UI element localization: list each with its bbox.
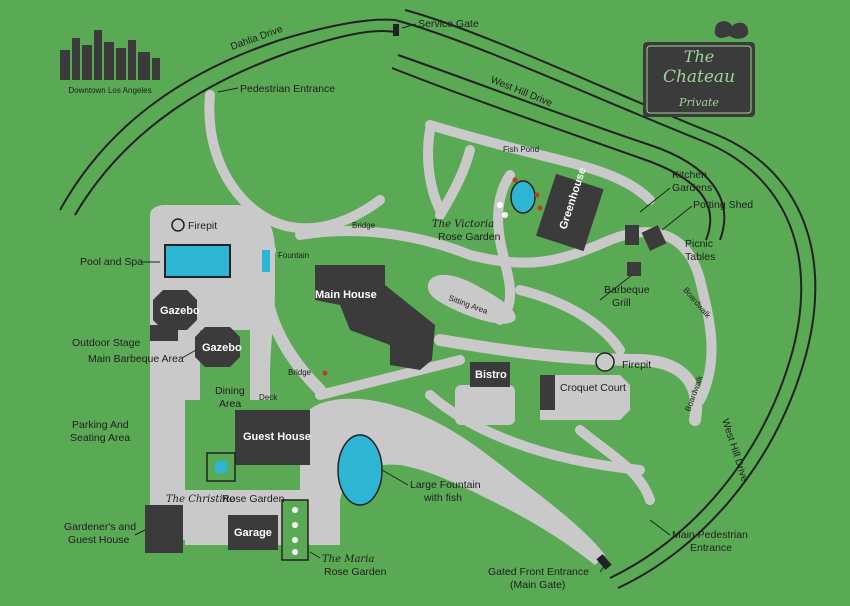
croquet-court-label: Croquet Court bbox=[560, 382, 626, 394]
bbq-grill-structure bbox=[627, 262, 641, 276]
main-house-building bbox=[315, 265, 435, 370]
gazebo-2-building bbox=[195, 327, 240, 367]
title-private: Private bbox=[678, 96, 719, 109]
gazebo-1-building bbox=[153, 290, 197, 330]
christine-inner-pool bbox=[215, 461, 227, 473]
main-house-label: Main House bbox=[315, 289, 377, 301]
gated-label-1: Gated Front Entrance bbox=[488, 566, 589, 578]
inner-drive bbox=[391, 54, 726, 241]
bistro-patio bbox=[455, 385, 515, 425]
dining-label-1: Dining bbox=[215, 385, 245, 397]
maria-label-2: Rose Garden bbox=[324, 566, 387, 578]
service-gate-marker bbox=[393, 24, 399, 36]
skyline-label: Downtown Los Angeles bbox=[68, 86, 151, 95]
bridge-mid-label: Bridge bbox=[288, 368, 312, 377]
squirrel-icon bbox=[714, 21, 749, 39]
gazebo-2-label: Gazebo bbox=[202, 342, 242, 354]
large-fountain bbox=[337, 434, 383, 506]
potting-shed-label: Potting Shed bbox=[693, 199, 753, 211]
fountain-water bbox=[262, 250, 270, 272]
pool bbox=[164, 244, 231, 278]
main-ped-label-1: Main Pedestrian bbox=[672, 529, 748, 541]
title-box: The Chateau Private bbox=[643, 42, 755, 117]
kitchen-label-1: Kitchen bbox=[672, 169, 707, 181]
croquet-court bbox=[540, 375, 630, 420]
bistro-label: Bistro bbox=[475, 369, 507, 381]
title-the: The bbox=[684, 47, 714, 66]
bbq-grill-label-1: Barbeque bbox=[604, 284, 650, 296]
picnic-label-2: Tables bbox=[685, 251, 715, 263]
guest-house-label: Guest House bbox=[243, 431, 311, 443]
potting-shed-building bbox=[625, 225, 639, 245]
fountain-label-1: Large Fountain bbox=[410, 479, 481, 491]
gazebo-1-label: Gazebo bbox=[160, 305, 200, 317]
rose-dots bbox=[292, 202, 508, 555]
picnic-label-1: Picnic bbox=[685, 238, 713, 250]
gated-label-2: (Main Gate) bbox=[510, 579, 565, 591]
paved-west-area bbox=[150, 205, 275, 540]
deck-label: Deck bbox=[259, 393, 278, 402]
pedestrian-entrance-label: Pedestrian Entrance bbox=[240, 83, 335, 95]
sitting-area bbox=[427, 274, 516, 324]
skyline-icon bbox=[60, 30, 160, 80]
outdoor-stage-label: Outdoor Stage bbox=[72, 337, 140, 349]
fish-pond bbox=[510, 180, 536, 214]
buildings bbox=[145, 173, 667, 553]
service-gate-label: Service Gate bbox=[418, 18, 479, 30]
christine-label-2: Rose Garden bbox=[222, 493, 285, 505]
firepit-left-label: Firepit bbox=[188, 220, 217, 232]
gardener-house-building bbox=[145, 505, 183, 553]
fountain-label: Fountain bbox=[278, 251, 309, 260]
croquet-building bbox=[540, 375, 555, 410]
gardener-label-2: Guest House bbox=[68, 534, 129, 546]
pool-and-spa-label: Pool and Spa bbox=[80, 256, 143, 268]
garage-building bbox=[228, 515, 278, 550]
fish-pond-label: Fish Pond bbox=[503, 145, 539, 154]
firepit-right-icon bbox=[595, 352, 615, 372]
fountain-label-2: with fish bbox=[423, 492, 462, 504]
firepit-left-icon bbox=[171, 218, 185, 232]
parking-label-2: Seating Area bbox=[70, 432, 130, 444]
guest-house-building bbox=[235, 410, 310, 465]
leader-lines bbox=[134, 23, 693, 573]
victoria-label-1: The Victoria bbox=[432, 219, 494, 230]
main-bbq-area-label: Main Barbeque Area bbox=[88, 353, 184, 365]
main-gate-marker bbox=[596, 554, 612, 570]
parking-label-1: Parking And bbox=[72, 419, 129, 431]
kitchen-label-2: Gardens bbox=[672, 182, 712, 194]
road-west-hill-drive bbox=[394, 9, 817, 589]
road-dahlia-drive bbox=[59, 18, 396, 216]
dining-label-2: Area bbox=[219, 398, 241, 410]
victoria-label-2: Rose Garden bbox=[438, 231, 501, 243]
gardener-label-1: Gardener's and bbox=[64, 521, 136, 533]
path-network bbox=[204, 90, 717, 505]
bistro-building bbox=[470, 362, 510, 387]
firepit-right-label: Firepit bbox=[622, 359, 651, 371]
bridge-top-label: Bridge bbox=[352, 221, 376, 230]
kitchen-shed-building bbox=[641, 225, 667, 251]
title-chateau: Chateau bbox=[663, 67, 735, 87]
bbq-grill-label-2: Grill bbox=[612, 297, 631, 309]
christine-label-1: The Christine bbox=[166, 494, 235, 505]
main-ped-label-2: Entrance bbox=[690, 542, 732, 554]
rose-dots-red bbox=[322, 177, 543, 376]
garage-label: Garage bbox=[234, 527, 272, 539]
greenhouse-building bbox=[536, 173, 604, 252]
maria-label-1: The Maria bbox=[322, 554, 374, 565]
